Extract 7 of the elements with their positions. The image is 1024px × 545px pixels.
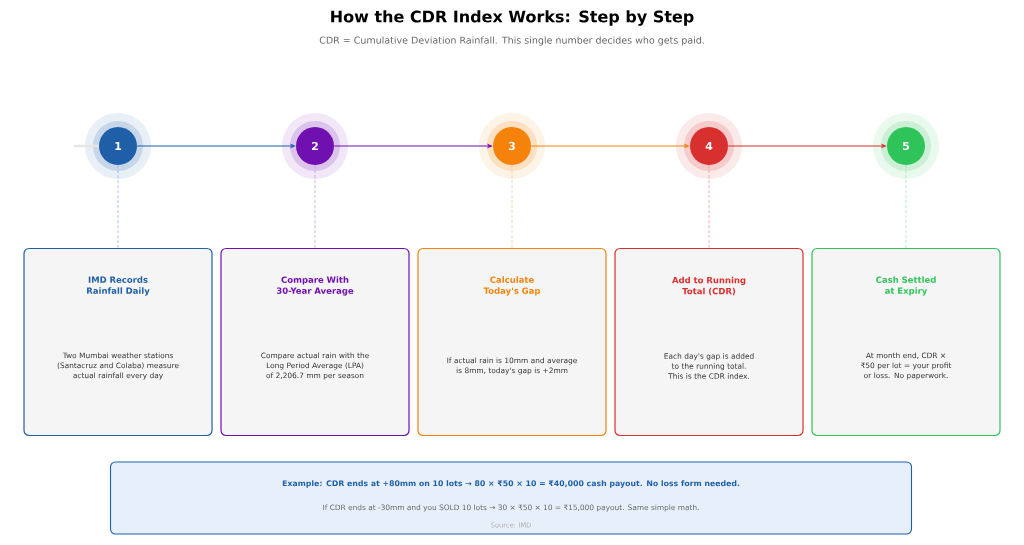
connector-line bbox=[708, 164, 710, 249]
subtitle: CDR = Cumulative Deviation Rainfall. This single number decides who gets paid. bbox=[319, 36, 704, 46]
title: How the CDR Index Works: Step by Step bbox=[331, 10, 694, 26]
connector-line bbox=[511, 164, 513, 249]
connector-line bbox=[905, 164, 907, 249]
connector-line bbox=[117, 164, 119, 249]
connector-line bbox=[314, 164, 316, 249]
